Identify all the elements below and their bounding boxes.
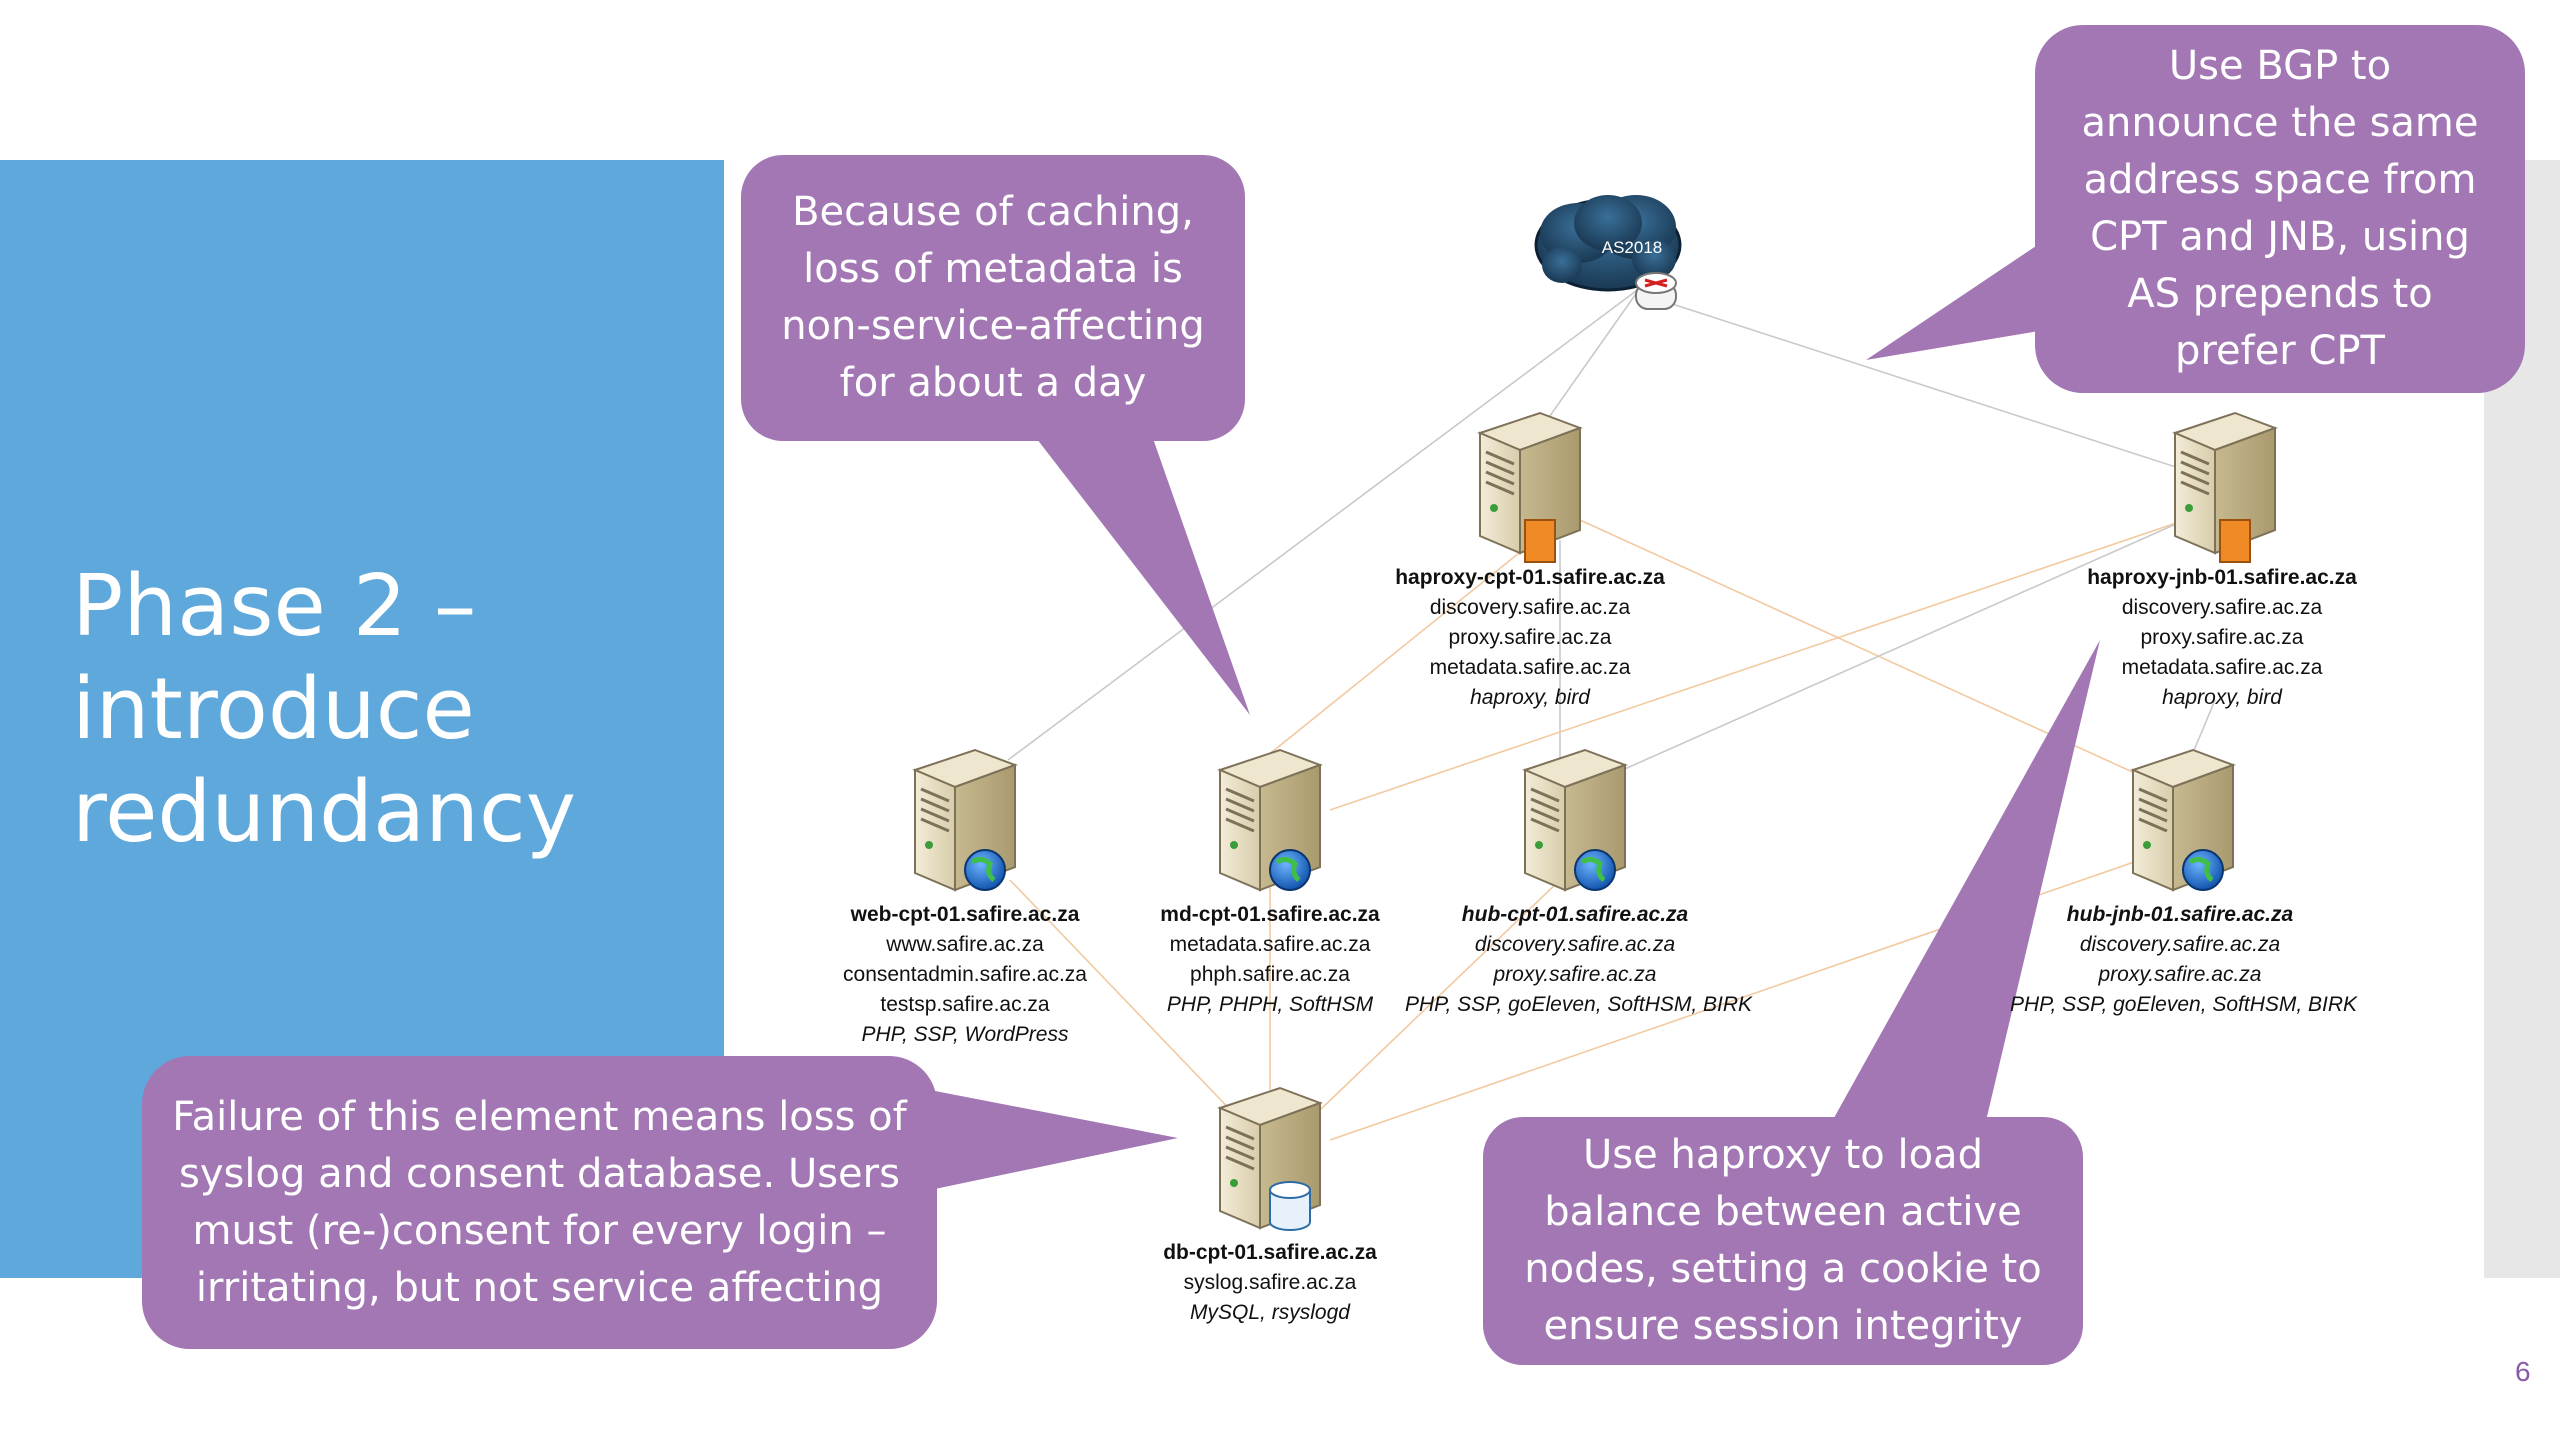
node-host: discovery.safire.ac.za <box>1429 596 1631 619</box>
callout-db-text: Failure of this element means loss of sy… <box>142 1056 937 1349</box>
node-software: haproxy, bird <box>1470 686 1590 709</box>
callout-haproxy-label: Use haproxy to load balance between acti… <box>1524 1132 2042 1349</box>
callout-bgp-text: Use BGP to announce the same address spa… <box>2035 25 2525 393</box>
node-host: discovery.safire.ac.za <box>2079 933 2281 956</box>
node-name: haproxy-cpt-01.safire.ac.za <box>1395 566 1665 589</box>
node-host: proxy.safire.ac.za <box>2140 626 2304 649</box>
callout-db-shape <box>142 1056 1178 1349</box>
node-software: PHP, SSP, WordPress <box>861 1023 1069 1046</box>
network-links <box>1007 287 2216 1141</box>
callout-metadata-shape <box>741 155 1250 715</box>
node-md-cpt: md-cpt-01.safire.ac.za metadata.safire.a… <box>1130 900 1410 1020</box>
node-software: MySQL, rsyslogd <box>1190 1301 1350 1324</box>
web-server-icon-hub-cpt <box>1523 748 1627 892</box>
callout-metadata-text: Because of caching, loss of metadata is … <box>741 155 1245 441</box>
node-name: db-cpt-01.safire.ac.za <box>1163 1241 1377 1264</box>
node-host: discovery.safire.ac.za <box>1474 933 1676 956</box>
node-host: proxy.safire.ac.za <box>1493 963 1657 986</box>
slide-title: Phase 2 – introduce redundancy <box>72 557 577 862</box>
web-server-icon-hub-jnb <box>2131 748 2235 892</box>
database-server-icon-db-cpt <box>1218 1086 1322 1231</box>
node-haproxy-cpt: haproxy-cpt-01.safire.ac.za discovery.sa… <box>1330 563 1730 713</box>
node-host: metadata.safire.ac.za <box>1169 933 1371 956</box>
callout-bgp-shape <box>1866 25 2525 393</box>
node-host: metadata.safire.ac.za <box>1429 656 1631 679</box>
node-name: web-cpt-01.safire.ac.za <box>850 903 1080 926</box>
web-server-icon-md-cpt <box>1218 748 1322 892</box>
node-host: proxy.safire.ac.za <box>2098 963 2262 986</box>
node-host: discovery.safire.ac.za <box>2121 596 2323 619</box>
callout-metadata-label: Because of caching, loss of metadata is … <box>781 189 1205 406</box>
page-number: 6 <box>2515 1356 2531 1387</box>
node-name: md-cpt-01.safire.ac.za <box>1160 903 1380 926</box>
node-software: PHP, SSP, goEleven, SoftHSM, BIRK <box>1405 993 1753 1016</box>
callout-db-label: Failure of this element means loss of sy… <box>172 1093 907 1311</box>
node-name: hub-cpt-01.safire.ac.za <box>1461 903 1689 926</box>
node-haproxy-jnb: haproxy-jnb-01.safire.ac.za discovery.sa… <box>2022 563 2422 713</box>
node-host: metadata.safire.ac.za <box>2121 656 2323 679</box>
node-software: PHP, PHPH, SoftHSM <box>1166 993 1374 1016</box>
node-host: testsp.safire.ac.za <box>880 993 1050 1016</box>
node-name: hub-jnb-01.safire.ac.za <box>2066 903 2294 926</box>
web-server-icon-web-cpt <box>913 748 1017 892</box>
server-icon-haproxy-cpt <box>1478 411 1582 563</box>
node-hub-cpt: hub-cpt-01.safire.ac.za discovery.safire… <box>1405 900 1753 1020</box>
node-host: proxy.safire.ac.za <box>1448 626 1612 649</box>
node-software: PHP, SSP, goEleven, SoftHSM, BIRK <box>2010 993 2358 1016</box>
callout-haproxy-text: Use haproxy to load balance between acti… <box>1483 1117 2083 1365</box>
node-software: haproxy, bird <box>2162 686 2282 709</box>
node-host: syslog.safire.ac.za <box>1183 1271 1357 1294</box>
node-hub-jnb: hub-jnb-01.safire.ac.za discovery.safire… <box>2010 900 2358 1020</box>
cloud-as-label: AS2018 <box>1601 238 1663 257</box>
cloud-router-icon <box>1534 195 1682 310</box>
callout-bgp-label: Use BGP to announce the same address spa… <box>2081 43 2479 374</box>
node-host: phph.safire.ac.za <box>1190 963 1350 986</box>
node-db-cpt: db-cpt-01.safire.ac.za syslog.safire.ac.… <box>1130 1238 1410 1328</box>
server-icon-haproxy-jnb <box>2173 411 2277 563</box>
node-host: consentadmin.safire.ac.za <box>843 963 1087 986</box>
node-web-cpt: web-cpt-01.safire.ac.za www.safire.ac.za… <box>800 900 1130 1050</box>
node-name: haproxy-jnb-01.safire.ac.za <box>2087 566 2357 589</box>
callout-haproxy-shape <box>1483 640 2100 1365</box>
node-host: www.safire.ac.za <box>886 933 1044 956</box>
